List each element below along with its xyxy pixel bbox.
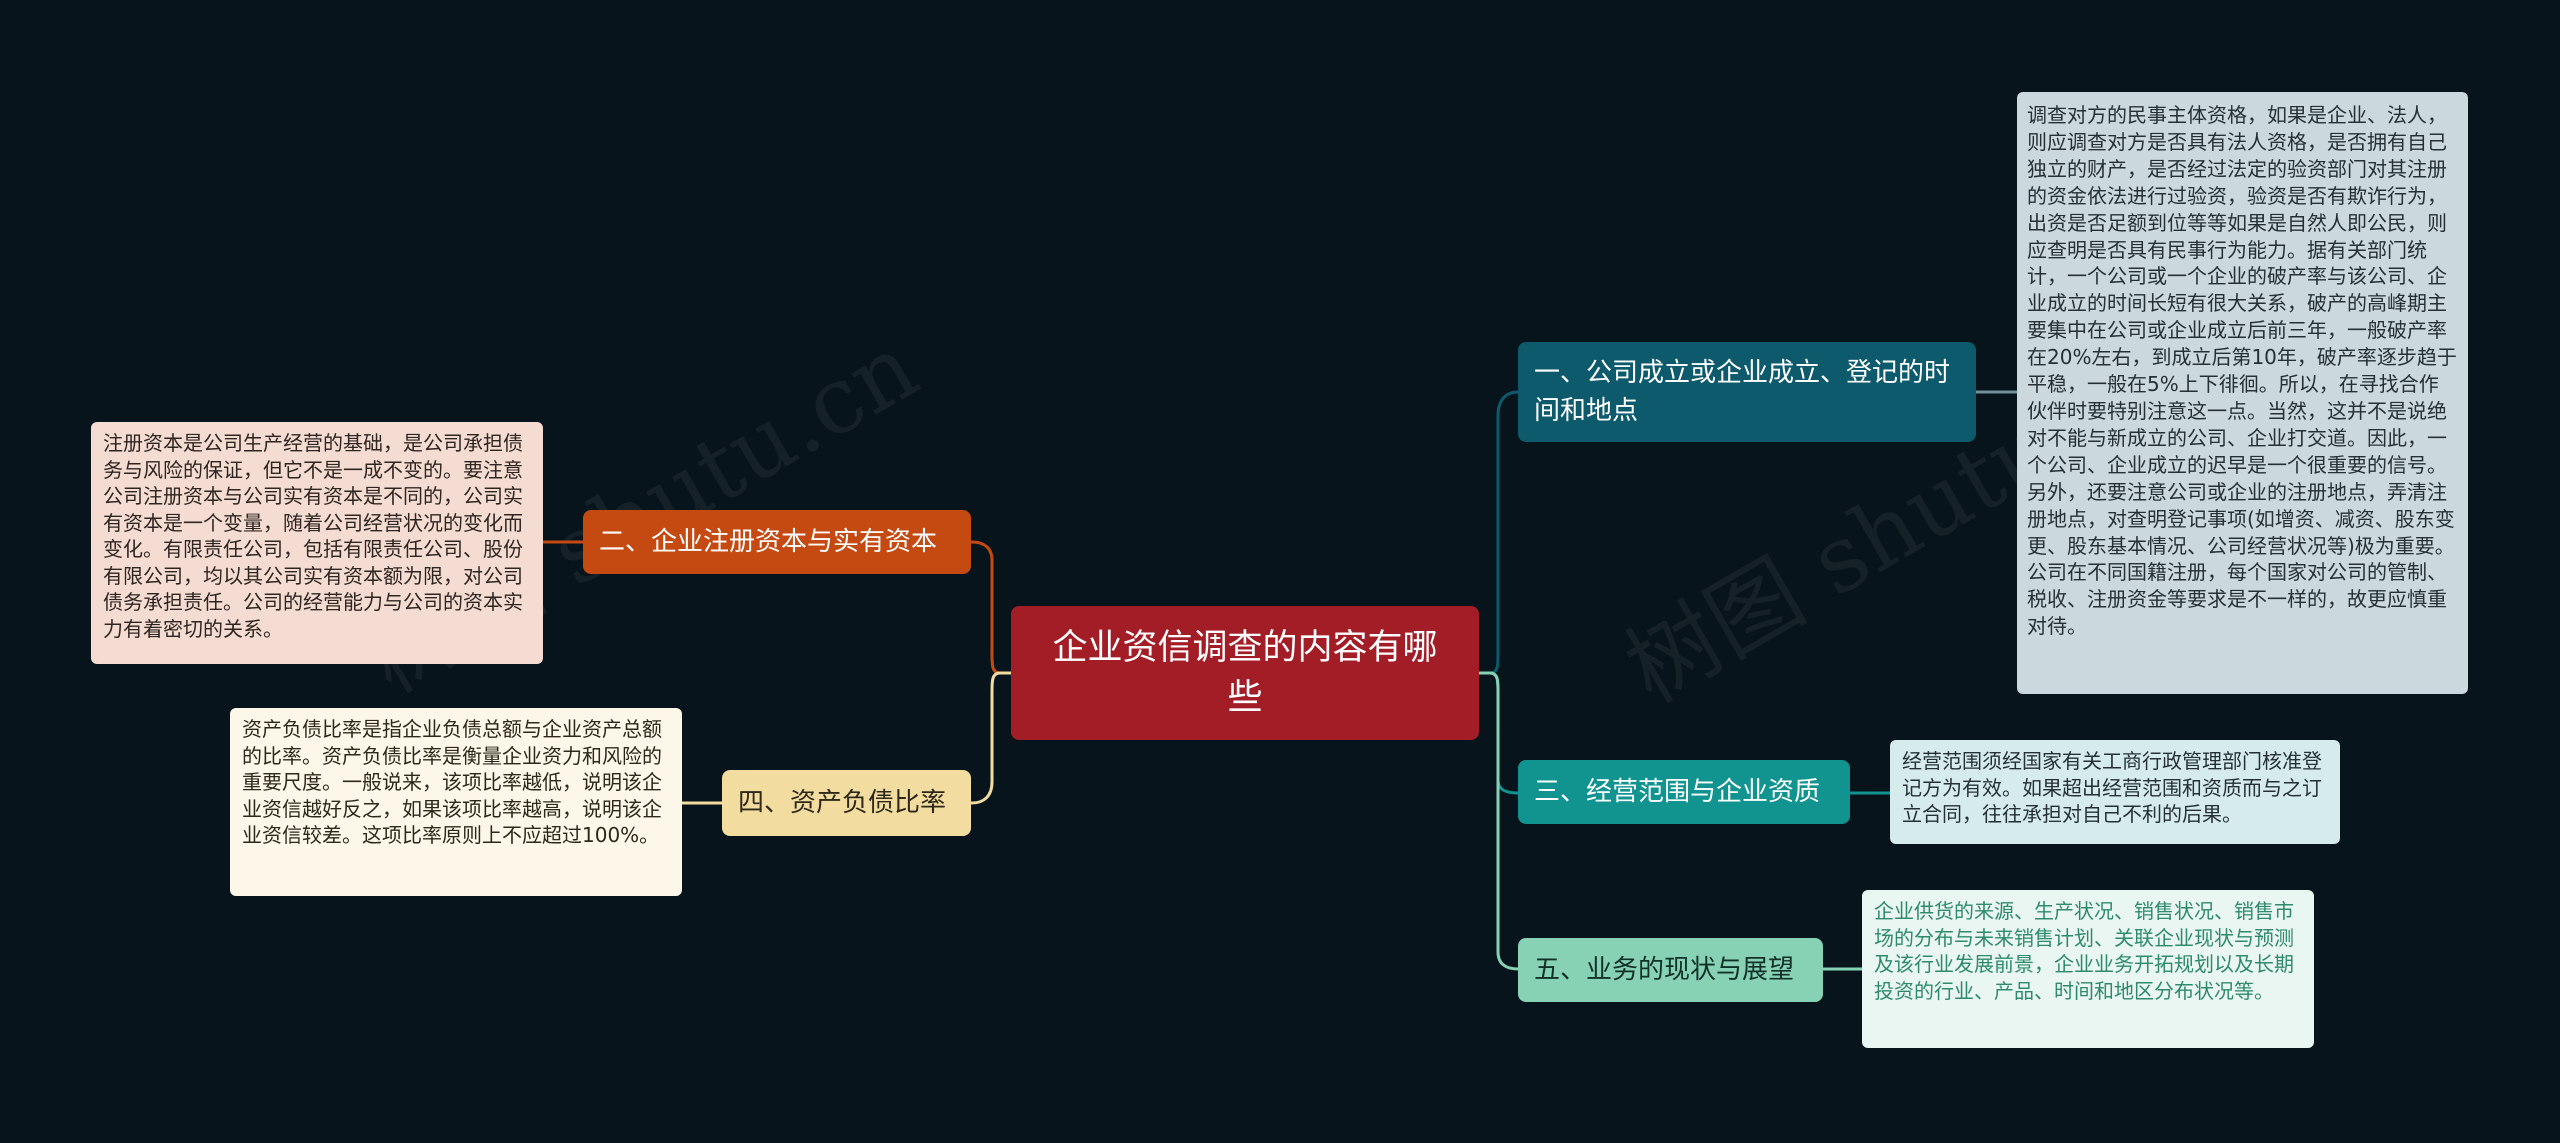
branch-3-label: 三、经营范围与企业资质 <box>1534 777 1821 807</box>
branch-1[interactable]: 一、公司成立或企业成立、登记的时间和地点 <box>1518 342 1976 442</box>
branch-5[interactable]: 五、业务的现状与展望 <box>1518 938 1823 1002</box>
branch-1-label: 一、公司成立或企业成立、登记的时间和地点 <box>1534 358 1951 426</box>
branch-4-detail-text: 资产负债比率是指企业负债总额与企业资产总额的比率。资产负债比率是衡量企业资力和风… <box>242 717 662 847</box>
branch-1-detail-text: 调查对方的民事主体资格，如果是企业、法人，则应调查对方是否具有法人资格，是否拥有… <box>2027 103 2457 639</box>
central-topic-label: 企业资信调查的内容有哪些 <box>1052 628 1438 718</box>
branch-3-detail: 经营范围须经国家有关工商行政管理部门核准登记方为有效。如果超出经营范围和资质而与… <box>1890 740 2340 844</box>
branch-5-label: 五、业务的现状与展望 <box>1534 955 1795 985</box>
branch-5-detail-text: 企业供货的来源、生产状况、销售状况、销售市场的分布与未来销售计划、关联企业现状与… <box>1874 899 2294 1003</box>
branch-5-detail: 企业供货的来源、生产状况、销售状况、销售市场的分布与未来销售计划、关联企业现状与… <box>1862 890 2314 1048</box>
branch-2-detail: 注册资本是公司生产经营的基础，是公司承担债务与风险的保证，但它不是一成不变的。要… <box>91 422 543 664</box>
branch-2[interactable]: 二、企业注册资本与实有资本 <box>583 510 971 574</box>
branch-4[interactable]: 四、资产负债比率 <box>722 770 971 836</box>
branch-2-label: 二、企业注册资本与实有资本 <box>599 527 938 557</box>
branch-4-detail: 资产负债比率是指企业负债总额与企业资产总额的比率。资产负债比率是衡量企业资力和风… <box>230 708 682 896</box>
branch-3-detail-text: 经营范围须经国家有关工商行政管理部门核准登记方为有效。如果超出经营范围和资质而与… <box>1902 749 2322 826</box>
connector-center-branch2 <box>970 540 1011 675</box>
branch-4-label: 四、资产负债比率 <box>738 788 947 818</box>
branch-2-detail-text: 注册资本是公司生产经营的基础，是公司承担债务与风险的保证，但它不是一成不变的。要… <box>103 431 523 641</box>
connector-center-branch4 <box>970 671 1011 805</box>
connector-center-branch5 <box>1479 671 1522 971</box>
connector-center-branch1 <box>1479 390 1522 675</box>
branch-3[interactable]: 三、经营范围与企业资质 <box>1518 760 1850 824</box>
central-topic[interactable]: 企业资信调查的内容有哪些 <box>1011 606 1479 740</box>
branch-1-detail: 调查对方的民事主体资格，如果是企业、法人，则应调查对方是否具有法人资格，是否拥有… <box>2017 92 2468 694</box>
connector-center-branch3 <box>1479 671 1522 795</box>
